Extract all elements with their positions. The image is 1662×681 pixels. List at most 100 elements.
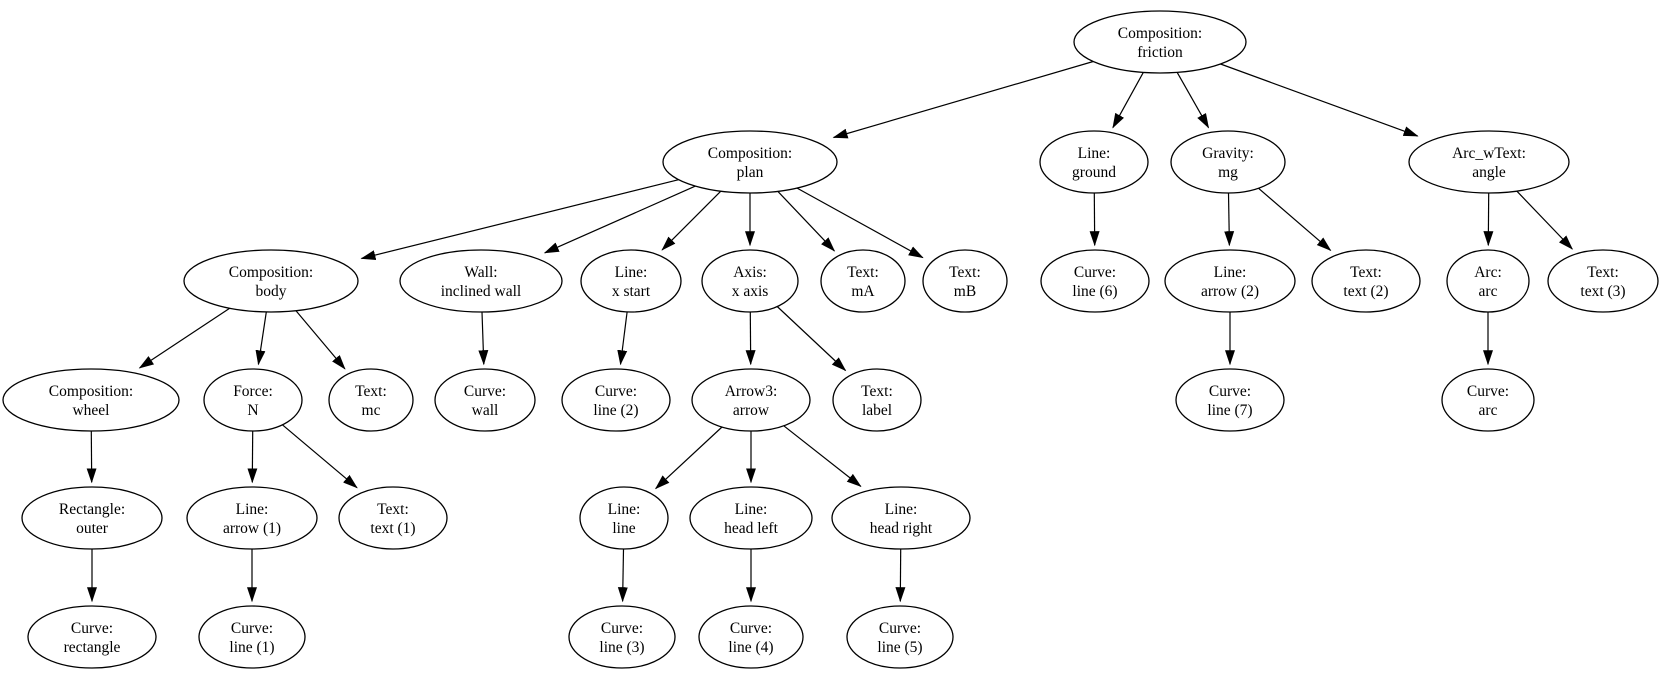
node-ellipse-wall xyxy=(399,249,563,313)
node-label-name-friction: friction xyxy=(1137,44,1183,61)
tree-edge-friction-to-plan xyxy=(832,60,1094,139)
node-label-type-line4c: Curve: xyxy=(730,620,772,637)
node-label-name-arrow1: arrow (1) xyxy=(223,520,281,537)
node-label-name-N: N xyxy=(247,402,258,419)
node-label-type-wall: Wall: xyxy=(464,264,497,281)
node-ellipse-label xyxy=(832,368,922,432)
node-label-type-line5c: Curve: xyxy=(879,620,921,637)
node-label-type-line3c: Curve: xyxy=(601,620,643,637)
tree-node-arrow1: Line: arrow (1) xyxy=(186,486,318,550)
tree-node-wheel: Composition:wheel xyxy=(2,368,180,432)
node-label-name-text1: text (1) xyxy=(370,520,415,537)
tree-edge-plan-to-wall xyxy=(543,185,696,254)
node-ellipse-line6 xyxy=(1040,249,1150,313)
node-label-name-xstart: x start xyxy=(612,283,651,300)
tree-node-plan: Composition:plan xyxy=(662,130,838,194)
node-label-type-ground: Line: xyxy=(1078,145,1111,162)
tree-node-ground: Line:ground xyxy=(1039,130,1149,194)
node-label-name-text2: text (2) xyxy=(1343,283,1388,300)
node-label-name-line6: line (6) xyxy=(1072,283,1117,300)
node-label-name-arrow3: arrow xyxy=(733,402,770,419)
tree-node-line3c: Curve: line (3) xyxy=(568,605,676,669)
node-label-name-line5c: line (5) xyxy=(877,639,922,656)
node-label-type-line6: Curve: xyxy=(1074,264,1116,281)
tree-node-label: Text:label xyxy=(832,368,922,432)
tree-edge-friction-to-ground xyxy=(1112,72,1144,129)
node-ellipse-headr xyxy=(831,486,971,550)
tree-node-mg: Gravity: mg xyxy=(1170,130,1286,194)
node-label-name-line4c: line (4) xyxy=(728,639,773,656)
tree-edge-arrow3-to-headr xyxy=(783,425,862,488)
tree-edge-plan-to-body xyxy=(360,179,679,260)
node-ellipse-linen xyxy=(579,486,669,550)
node-label-name-wall: inclined wall xyxy=(441,283,522,300)
node-ellipse-friction xyxy=(1073,10,1247,74)
tree-node-line6: Curve: line (6) xyxy=(1040,249,1150,313)
node-ellipse-arcc xyxy=(1441,368,1535,432)
node-ellipse-text3 xyxy=(1547,249,1659,313)
node-label-name-linen: line xyxy=(612,520,635,537)
node-label-type-mB: Text: xyxy=(949,264,981,281)
node-label-name-arc: arc xyxy=(1479,283,1498,300)
node-ellipse-line1c xyxy=(198,605,306,669)
node-label-type-line1c: Curve: xyxy=(231,620,273,637)
tree-node-xstart: Line: x start xyxy=(580,249,682,313)
node-ellipse-mc xyxy=(328,368,414,432)
tree-edge-mg-to-arrow2 xyxy=(1224,192,1235,247)
tree-node-text2: Text: text (2) xyxy=(1311,249,1421,313)
node-label-type-wallc: Curve: xyxy=(464,383,506,400)
node-label-type-mg: Gravity: xyxy=(1202,145,1254,162)
tree-edge-mg-to-text2 xyxy=(1258,187,1332,252)
node-ellipse-xaxis xyxy=(701,249,799,313)
tree-node-mc: Text:mc xyxy=(328,368,414,432)
node-ellipse-line7 xyxy=(1175,368,1285,432)
tree-edge-friction-to-mg xyxy=(1176,72,1210,129)
node-ellipse-wallc xyxy=(434,368,536,432)
tree-edge-body-to-wheel xyxy=(138,307,231,369)
node-ellipse-mg xyxy=(1170,130,1286,194)
node-label-type-line2c: Curve: xyxy=(595,383,637,400)
tree-edge-N-to-text1 xyxy=(282,424,358,489)
tree-node-line4c: Curve: line (4) xyxy=(698,605,804,669)
tree-node-friction: Composition: friction xyxy=(1073,10,1247,74)
node-label-name-line1c: line (1) xyxy=(229,639,274,656)
node-label-type-text2: Text: xyxy=(1350,264,1382,281)
node-label-type-body: Composition: xyxy=(229,264,313,281)
node-ellipse-ground xyxy=(1039,130,1149,194)
tree-edge-arrow3-to-linen xyxy=(654,426,723,490)
node-ellipse-arc xyxy=(1446,249,1530,313)
node-label-type-friction: Composition: xyxy=(1118,25,1202,42)
node-ellipse-text2 xyxy=(1311,249,1421,313)
tree-node-outer: Rectangle:outer xyxy=(21,486,163,550)
node-label-type-arrow1: Line: xyxy=(236,501,269,518)
node-label-name-plan: plan xyxy=(737,164,764,181)
node-label-name-mg: mg xyxy=(1218,164,1238,181)
node-label-name-label: label xyxy=(862,402,892,419)
tree-node-text3: Text:text (3) xyxy=(1547,249,1659,313)
tree-node-mB: Text:mB xyxy=(922,249,1008,313)
node-label-type-xstart: Line: xyxy=(615,264,648,281)
node-label-name-line2c: line (2) xyxy=(593,402,638,419)
node-ellipse-N xyxy=(203,368,303,432)
node-label-type-rectc: Curve: xyxy=(71,620,113,637)
tree-node-arc: Arc:arc xyxy=(1446,249,1530,313)
node-label-type-arrow2: Line: xyxy=(1214,264,1247,281)
tree-edge-linen-to-line3c xyxy=(617,548,628,603)
node-ellipse-line3c xyxy=(568,605,676,669)
node-label-type-wheel: Composition: xyxy=(49,383,133,400)
node-label-name-line3c: line (3) xyxy=(599,639,644,656)
tree-node-headr: Line:head right xyxy=(831,486,971,550)
tree-edge-plan-to-mB xyxy=(796,187,924,259)
tree-node-line5c: Curve: line (5) xyxy=(846,605,954,669)
node-ellipse-plan xyxy=(662,130,838,194)
tree-edge-body-to-N xyxy=(255,311,267,366)
node-ellipse-rectc xyxy=(27,605,157,669)
tree-edge-angle-to-text3 xyxy=(1516,190,1573,250)
node-ellipse-line4c xyxy=(698,605,804,669)
node-label-name-rectc: rectangle xyxy=(64,639,121,656)
node-ellipse-body xyxy=(183,249,359,313)
tree-node-wall: Wall: inclined wall xyxy=(399,249,563,313)
node-label-type-text1: Text: xyxy=(377,501,409,518)
